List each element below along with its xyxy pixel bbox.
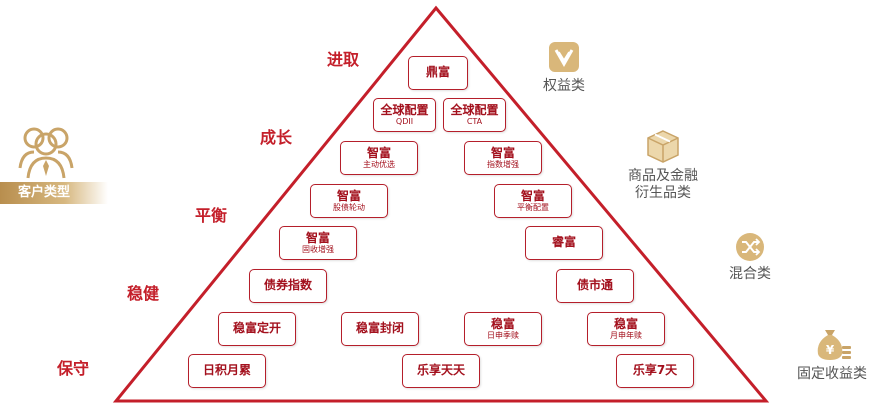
- product-title: 智富: [366, 145, 391, 160]
- box-icon: [647, 130, 679, 163]
- product-subtitle: 平衡配置: [517, 202, 549, 212]
- product-wenfu-yueshen[interactable]: 稳富 月申年赎: [587, 312, 665, 346]
- product-subtitle: 股债轮动: [333, 202, 365, 212]
- customer-type: 客户类型: [0, 118, 110, 210]
- product-zhaiquan-zhishu[interactable]: 债券指数: [249, 269, 327, 303]
- product-global-cta[interactable]: 全球配置 CTA: [443, 98, 506, 132]
- product-zhifu-zhishu[interactable]: 智富 指数增强: [464, 141, 542, 175]
- product-subtitle: 指数增强: [487, 159, 519, 169]
- product-subtitle: 日申季赎: [487, 330, 519, 340]
- product-title: 稳富: [613, 316, 638, 331]
- level-steady: 稳健: [126, 284, 159, 303]
- product-title: 稳富定开: [232, 321, 281, 336]
- customer-group-icon: [18, 127, 74, 179]
- category-fixed-income-label: 固定收益类: [797, 366, 867, 382]
- category-equity: 权益类: [532, 40, 596, 95]
- product-title: 乐享7天: [632, 363, 678, 378]
- category-commodity-label-line2: 衍生品类: [635, 184, 691, 201]
- product-lexiang-7[interactable]: 乐享7天: [616, 354, 694, 388]
- product-subtitle: QDII: [395, 116, 414, 126]
- product-subtitle: 月申年赎: [610, 330, 642, 340]
- product-dingfu[interactable]: 鼎富: [408, 56, 468, 90]
- product-zhifu-pingheng[interactable]: 智富 平衡配置: [494, 184, 572, 218]
- product-wenfu-dingkai[interactable]: 稳富定开: [218, 312, 296, 346]
- product-title: 智富: [336, 188, 361, 203]
- level-aggressive: 进取: [326, 50, 359, 69]
- category-fixed-income: ¥ 固定收益类: [786, 326, 878, 383]
- product-title: 债券指数: [263, 278, 312, 293]
- product-title: 全球配置: [450, 102, 499, 117]
- v-badge-icon: [549, 42, 579, 72]
- product-zhifu-gushou[interactable]: 智富 固收增强: [279, 226, 357, 260]
- customer-type-label: 客户类型: [0, 182, 108, 204]
- product-wenfu-rishen[interactable]: 稳富 日申季赎: [464, 312, 542, 346]
- product-title: 智富: [490, 145, 515, 160]
- product-title: 稳富: [490, 316, 515, 331]
- money-bag-icon: ¥: [817, 330, 851, 360]
- product-title: 全球配置: [380, 102, 429, 117]
- category-equity-label: 权益类: [543, 78, 585, 94]
- product-lexiang-tiantian[interactable]: 乐享天天: [402, 354, 480, 388]
- product-title: 智富: [305, 230, 330, 245]
- product-title: 稳富封闭: [355, 321, 404, 336]
- product-title: 日积月累: [202, 363, 251, 378]
- product-ruifu[interactable]: 睿富: [525, 226, 603, 260]
- level-growth: 成长: [259, 128, 292, 147]
- category-commodity: 商品及金融 衍生品类: [615, 128, 711, 202]
- product-title: 鼎富: [425, 65, 450, 80]
- svg-text:¥: ¥: [826, 343, 835, 357]
- product-subtitle: 固收增强: [302, 244, 334, 254]
- product-zhifu-zhudong[interactable]: 智富 主动优选: [340, 141, 418, 175]
- product-zhaishitong[interactable]: 债市通: [556, 269, 634, 303]
- product-rijiyuelei[interactable]: 日积月累: [188, 354, 266, 388]
- product-subtitle: 主动优选: [363, 159, 395, 169]
- product-subtitle: CTA: [466, 116, 483, 126]
- level-conservative: 保守: [56, 359, 89, 378]
- category-mixed: 混合类: [718, 232, 782, 283]
- product-global-qdii[interactable]: 全球配置 QDII: [373, 98, 436, 132]
- product-title: 睿富: [551, 235, 576, 250]
- level-balanced: 平衡: [194, 206, 227, 225]
- product-title: 智富: [520, 188, 545, 203]
- product-zhifu-guzhai[interactable]: 智富 股债轮动: [310, 184, 388, 218]
- product-wenfu-fengbi[interactable]: 稳富封闭: [341, 312, 419, 346]
- category-mixed-label: 混合类: [729, 266, 771, 282]
- category-commodity-label-line1: 商品及金融: [628, 168, 698, 184]
- product-title: 债市通: [576, 278, 613, 293]
- product-title: 乐享天天: [416, 363, 465, 378]
- shuffle-icon: [736, 233, 764, 261]
